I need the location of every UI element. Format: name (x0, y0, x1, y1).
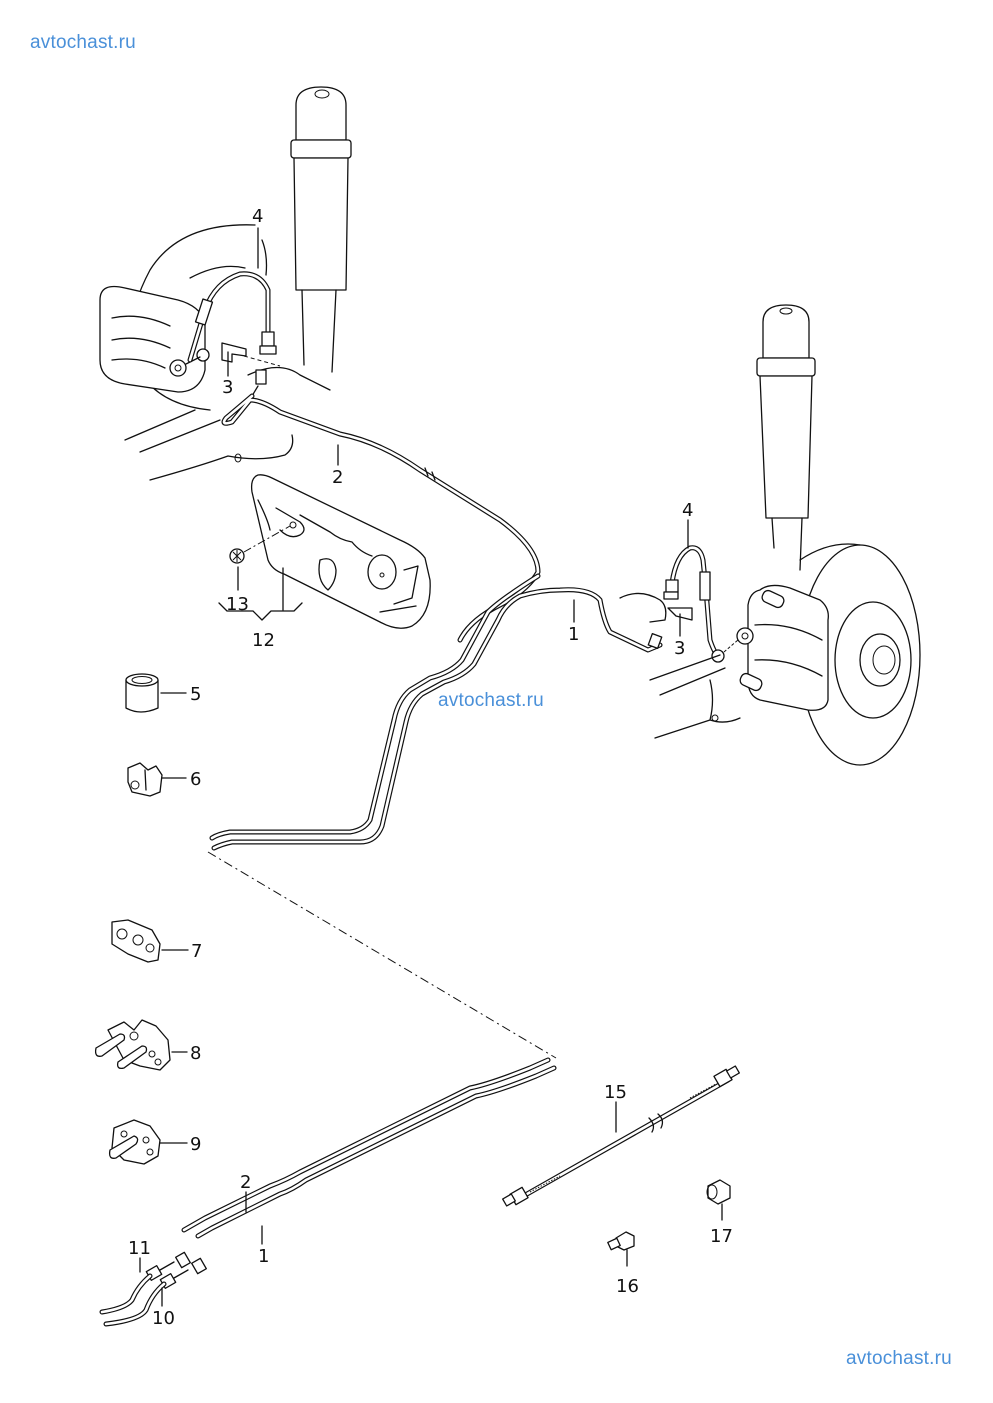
right-line-fitting (647, 633, 663, 649)
watermark-bottom: avtochast.ru (846, 1348, 952, 1369)
right-retaining-clip (619, 592, 693, 623)
brake-line-2-upper (221, 393, 541, 643)
left-line-fitting (251, 369, 267, 397)
callout-1-lower: 1 (258, 1246, 269, 1267)
callout-12: 12 (252, 630, 275, 651)
union-screw-part-16 (607, 1231, 635, 1267)
left-brake-hose (187, 271, 277, 363)
callout-2-upper: 2 (332, 467, 343, 488)
sleeve-part-5 (125, 673, 187, 713)
callout-2-lower: 2 (240, 1172, 251, 1193)
lower-line-fittings (99, 1251, 207, 1327)
callout-13: 13 (226, 594, 249, 615)
watermark-top: avtochast.ru (30, 32, 136, 53)
callout-10: 10 (152, 1308, 175, 1329)
callout-17: 17 (710, 1226, 733, 1247)
callout-4-right: 4 (682, 500, 693, 521)
right-brake-disc (799, 543, 921, 766)
double-line-holder-part-8 (94, 1019, 188, 1071)
callout-16: 16 (616, 1276, 639, 1297)
callout-11: 11 (128, 1238, 151, 1259)
left-shock-absorber (290, 86, 352, 373)
callout-15: 15 (604, 1082, 627, 1103)
callout-3-left: 3 (222, 377, 233, 398)
left-body-outline (124, 366, 331, 481)
callout-3-right: 3 (674, 638, 685, 659)
line-holder-part-9 (108, 1119, 188, 1165)
watermark-middle: avtochast.ru (438, 690, 544, 711)
expanding-nut-part-13 (229, 525, 291, 564)
callout-1-upper: 1 (568, 624, 579, 645)
left-brake-caliper (99, 285, 210, 393)
bracket-brace-12-13 (218, 566, 303, 621)
clip-part-6 (127, 762, 187, 797)
callout-6: 6 (190, 769, 201, 790)
callout-7: 7 (191, 941, 202, 962)
line-holder-part-7 (111, 919, 189, 963)
callout-8: 8 (190, 1043, 201, 1064)
right-shock-absorber (756, 304, 816, 571)
right-brake-caliper (736, 584, 829, 711)
right-body-outline (649, 654, 741, 739)
callout-9: 9 (190, 1134, 201, 1155)
connector-nut-part-17 (706, 1179, 731, 1221)
callout-4-left: 4 (252, 206, 263, 227)
bracket-part-12 (250, 474, 431, 629)
continuation-dash-line (207, 851, 557, 1059)
brake-lines-main-run (209, 573, 663, 851)
brake-lines-lower-run (181, 1057, 557, 1239)
brake-line-part-15 (502, 1065, 740, 1207)
callout-5: 5 (190, 684, 201, 705)
callout-leaders (139, 227, 689, 1307)
